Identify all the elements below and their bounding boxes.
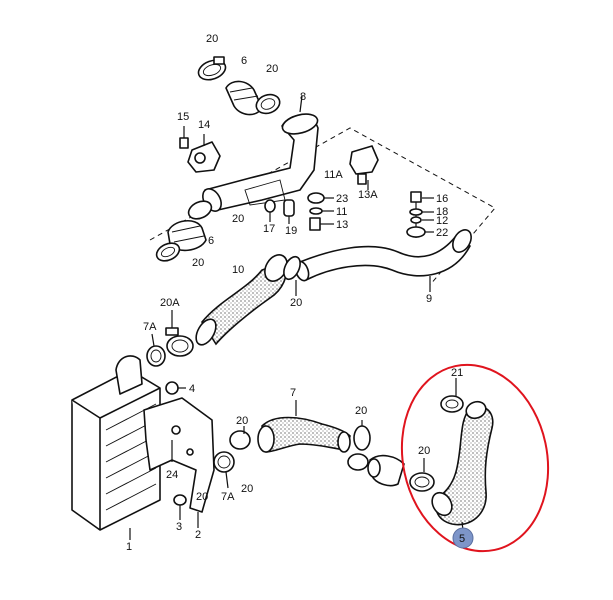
callout-8: 8 xyxy=(300,91,306,103)
clamp-20-hose10[interactable] xyxy=(281,254,304,296)
bolt-15[interactable] xyxy=(179,126,189,149)
clamp-20a[interactable] xyxy=(165,310,194,357)
callout-20: 20 xyxy=(206,33,218,45)
callout-20: 20 xyxy=(232,213,244,225)
callout-7: 7 xyxy=(290,387,296,399)
bolt-stack[interactable] xyxy=(406,191,434,238)
parts-17-19[interactable] xyxy=(264,199,295,224)
small-parts-23-11-13[interactable] xyxy=(307,192,334,231)
callout-14: 14 xyxy=(198,119,210,131)
hose-10[interactable] xyxy=(192,251,292,348)
callout-23: 23 xyxy=(336,193,348,205)
callout-24: 24 xyxy=(166,469,178,481)
mid-clamp-upper[interactable] xyxy=(186,198,215,223)
clamp-20-hose5[interactable] xyxy=(409,458,435,492)
sensor-13a[interactable] xyxy=(349,145,379,190)
callout-15: 15 xyxy=(177,111,189,123)
part-5-badge[interactable] xyxy=(452,521,474,549)
lower-clamp-20[interactable] xyxy=(229,426,251,450)
callout-3: 3 xyxy=(176,521,182,533)
bracket-2[interactable] xyxy=(143,397,215,528)
intercooler-1[interactable] xyxy=(71,355,161,540)
lower-ring-7a[interactable] xyxy=(213,451,235,489)
callout-12: 12 xyxy=(436,215,448,227)
grommet-4[interactable] xyxy=(165,381,186,395)
callout-9: 9 xyxy=(426,293,432,305)
callout-2: 2 xyxy=(195,529,201,541)
callout-20: 20 xyxy=(355,405,367,417)
pipe-connector[interactable] xyxy=(367,454,405,487)
highlight-ellipse xyxy=(400,363,550,553)
upper-clamp-left[interactable] xyxy=(196,56,228,83)
callout-21: 21 xyxy=(451,367,463,379)
callout-13: 13 xyxy=(336,219,348,231)
callout-20: 20 xyxy=(196,491,208,503)
sensor-14[interactable] xyxy=(187,134,221,173)
ring-7a-upper[interactable] xyxy=(146,333,166,367)
callout-1: 1 xyxy=(126,541,132,553)
callout-7a: 7A xyxy=(221,491,235,503)
clamp-20-hose7[interactable] xyxy=(353,420,371,451)
callout-20a: 20A xyxy=(160,297,180,309)
callout-labels: 20 6 20 8 15 14 11A 13A 23 11 13 16 18 1… xyxy=(126,33,465,553)
hose-5[interactable] xyxy=(428,399,494,526)
callout-18: 18 xyxy=(436,206,448,218)
callout-20: 20 xyxy=(236,415,248,427)
clamp-21[interactable] xyxy=(440,378,464,413)
callout-20: 20 xyxy=(290,297,302,309)
callout-10: 10 xyxy=(232,264,244,276)
callout-20: 20 xyxy=(418,445,430,457)
callout-20: 20 xyxy=(266,63,278,75)
callout-6: 6 xyxy=(241,55,247,67)
mid-clamp-lower[interactable] xyxy=(154,240,183,265)
callout-16: 16 xyxy=(436,193,448,205)
callout-22: 22 xyxy=(436,227,448,239)
clamp-20-lower-mid[interactable] xyxy=(347,453,369,471)
callout-6: 6 xyxy=(208,235,214,247)
upper-clamp-right[interactable] xyxy=(254,91,283,116)
callout-4: 4 xyxy=(189,383,195,395)
callout-5: 5 xyxy=(459,533,465,545)
callout-13a: 13A xyxy=(358,189,378,201)
callout-20: 20 xyxy=(241,483,253,495)
callout-11a: 11A xyxy=(324,169,343,181)
callout-7a: 7A xyxy=(143,321,157,333)
nut-3[interactable] xyxy=(173,494,187,520)
callout-19: 19 xyxy=(285,225,297,237)
hose-7[interactable] xyxy=(257,400,351,453)
callout-11: 11 xyxy=(336,206,347,218)
callout-17: 17 xyxy=(263,223,275,235)
callout-20: 20 xyxy=(192,257,204,269)
